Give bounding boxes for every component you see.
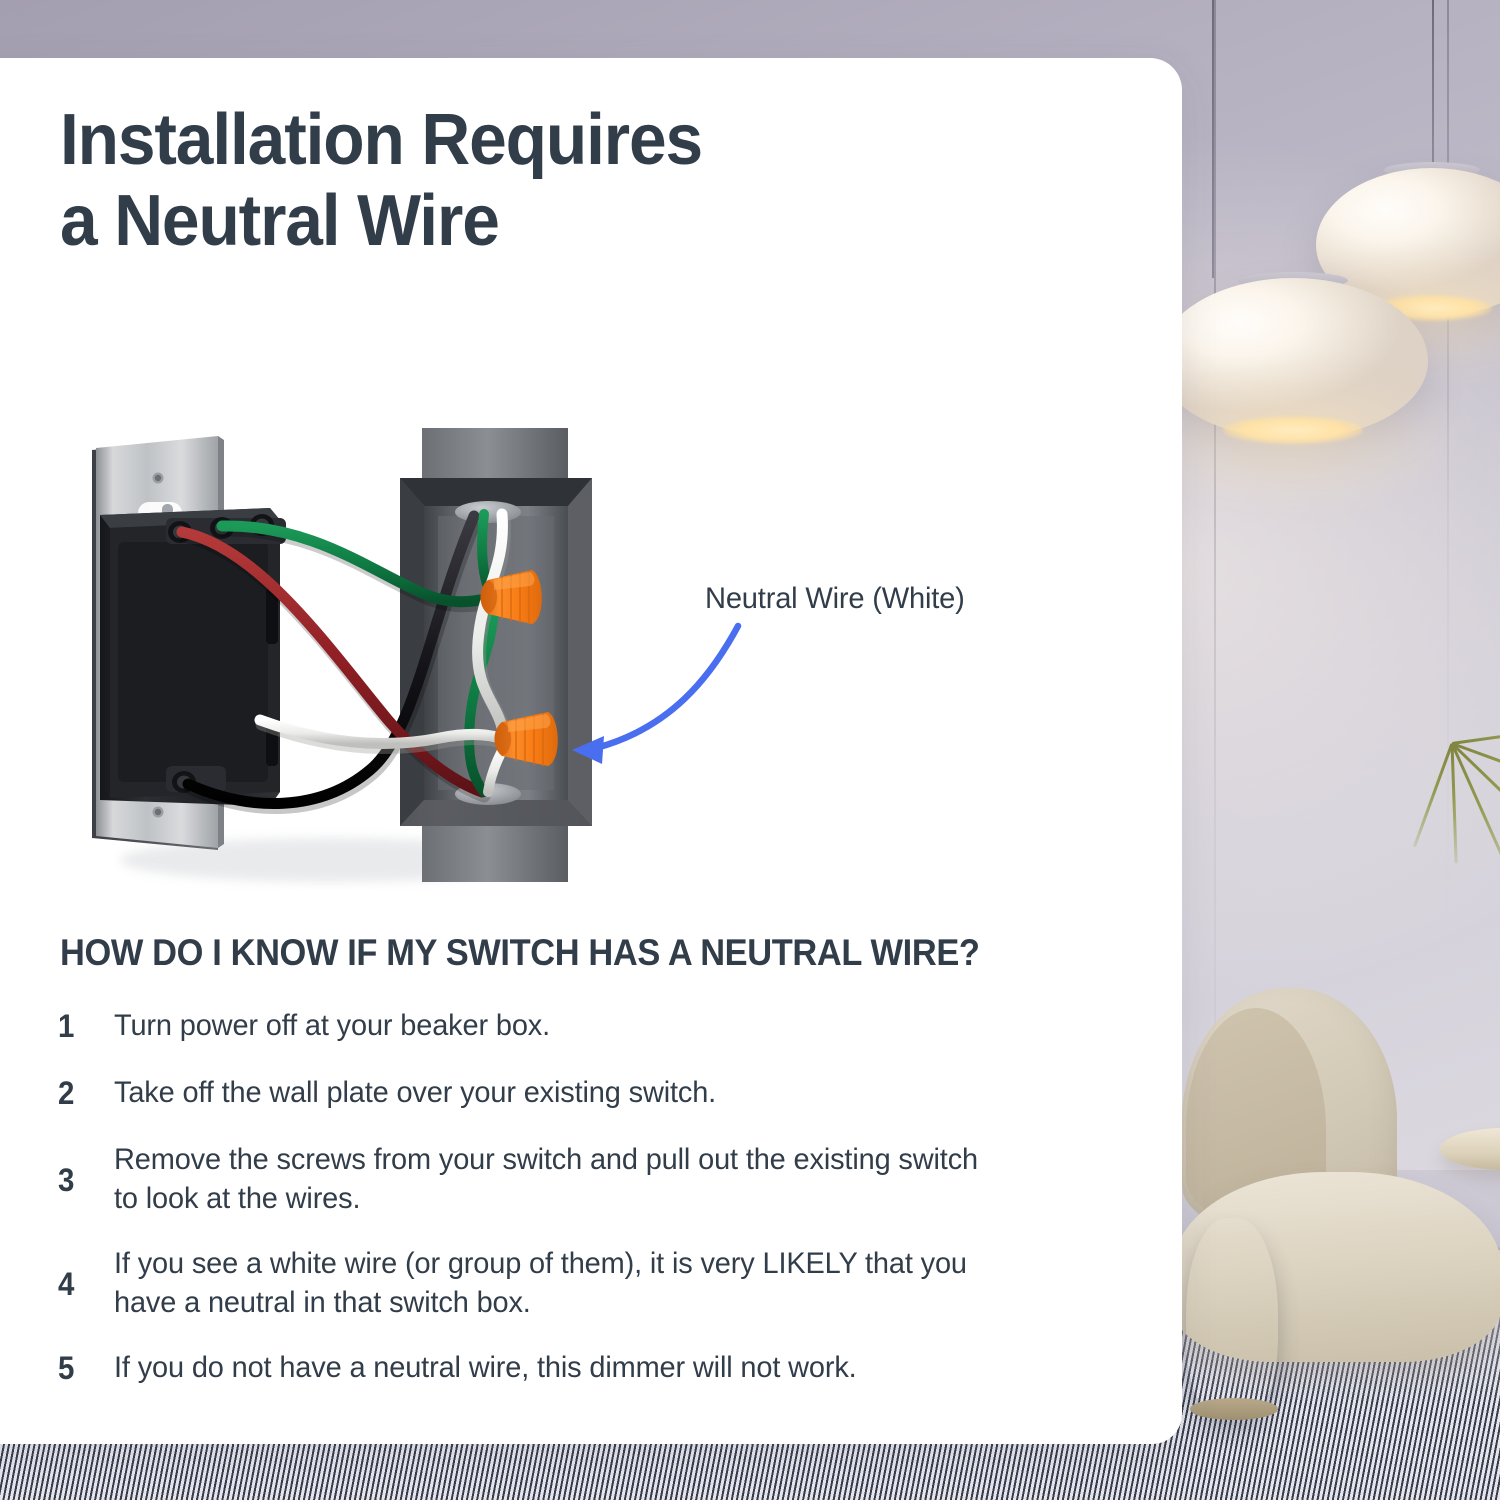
pouf <box>1186 1218 1278 1418</box>
step-number: 4 <box>58 1265 75 1302</box>
step-number: 5 <box>58 1349 75 1386</box>
list-item: 1 Turn power off at your beaker box. <box>58 1006 1148 1047</box>
green-wire <box>216 520 496 608</box>
red-wire <box>176 526 488 798</box>
green-wire-box-lower <box>464 597 499 797</box>
step-number: 1 <box>58 1008 75 1044</box>
dimmer-switch-body <box>100 508 286 806</box>
white-wire-dimmer <box>254 714 512 750</box>
pouf-base <box>1190 1398 1278 1420</box>
potted-plant <box>1412 725 1500 922</box>
step-text: Remove the screws from your switch and p… <box>114 1142 978 1215</box>
white-wire-box <box>472 508 510 744</box>
steps-list: 1 Turn power off at your beaker box. 2 T… <box>58 1006 1148 1415</box>
wiring-diagram <box>70 420 630 890</box>
list-item: 4 If you see a white wire (or group of t… <box>58 1244 1148 1322</box>
page-title: Installation Requires a Neutral Wire <box>60 100 703 261</box>
annotation-label: Neutral Wire (White) <box>705 582 965 615</box>
list-item: 2 Take off the wall plate over your exis… <box>58 1073 1148 1114</box>
step-text: If you do not have a neutral wire, this … <box>114 1350 857 1384</box>
step-text: Take off the wall plate over your existi… <box>114 1075 717 1109</box>
list-item: 5 If you do not have a neutral wire, thi… <box>58 1348 1148 1389</box>
pendant-cord <box>1212 0 1214 278</box>
list-item: 3 Remove the screws from your switch and… <box>58 1140 1148 1218</box>
armchair-seat <box>1172 1172 1500 1362</box>
annotation-arrow <box>572 622 742 764</box>
step-text: Turn power off at your beaker box. <box>114 1009 551 1042</box>
step-text: If you see a white wire (or group of the… <box>114 1246 967 1319</box>
black-wire <box>182 510 480 809</box>
step-number: 2 <box>58 1074 75 1111</box>
content-card: Installation Requires a Neutral Wire <box>0 58 1182 1444</box>
wire-nut-upper <box>480 570 542 624</box>
wire-nut-lower <box>494 712 558 766</box>
section-subheading: HOW DO I KNOW IF MY SWITCH HAS A NEUTRAL… <box>60 932 980 973</box>
plant-frond <box>1450 743 1458 864</box>
wall-seam <box>1214 0 1216 1500</box>
step-number: 3 <box>58 1161 75 1198</box>
pendant-cord <box>1432 0 1434 168</box>
wire-bundle <box>176 508 515 814</box>
pendant-lamp <box>1123 272 1463 508</box>
